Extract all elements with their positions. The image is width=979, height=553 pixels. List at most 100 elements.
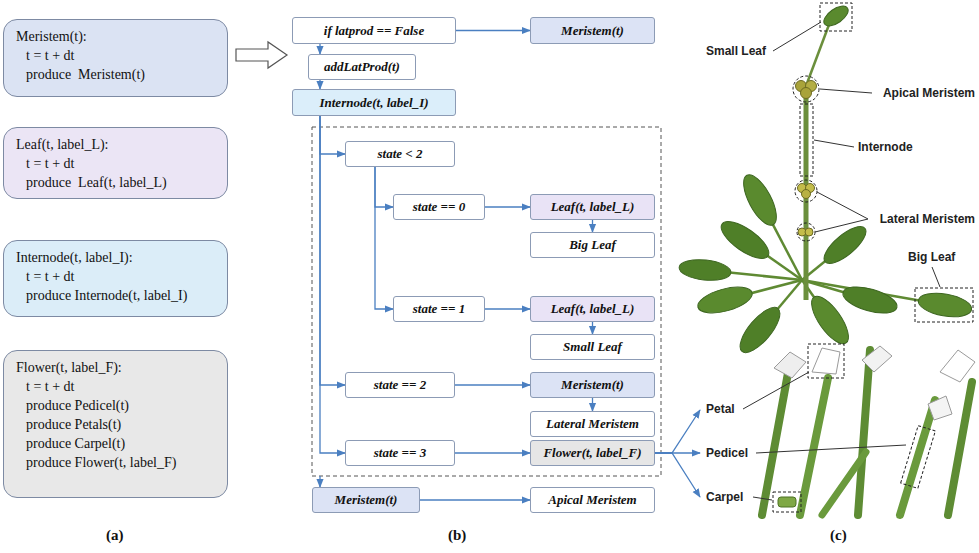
panel-label: (c) — [830, 527, 847, 544]
process-box: Small Leaf — [530, 334, 655, 360]
part-label: Internode — [858, 140, 913, 154]
process-box: addLatProd(t) — [308, 54, 416, 80]
box-heading: if latprod == False — [324, 23, 424, 39]
process-box: Meristem(t) — [312, 487, 420, 513]
part-label: Petal — [706, 402, 735, 416]
box-heading: state == 3 — [374, 445, 426, 461]
dashed-highlight — [901, 426, 936, 489]
petal — [812, 348, 840, 374]
dashed-highlight — [800, 104, 813, 176]
leader-line — [817, 192, 868, 219]
box-text: t = t + dt — [16, 46, 219, 65]
process-box: state < 2 — [345, 141, 455, 167]
part-label: Pedicel — [706, 446, 748, 460]
dashed-highlight — [793, 76, 819, 102]
part-label: Big Leaf — [908, 250, 955, 264]
code-box: Flower(t, label_F):t = t + dtproduce Ped… — [3, 350, 228, 498]
stalk — [858, 350, 870, 515]
petal — [862, 346, 892, 372]
box-heading: state < 2 — [378, 146, 423, 162]
leaf — [917, 289, 974, 320]
code-box: Internode(t, label_I):t = t + dtproduce … — [3, 240, 228, 317]
hollow-arrow — [236, 42, 287, 68]
process-box: state == 3 — [345, 440, 455, 466]
process-box: if latprod == False — [292, 17, 456, 44]
box-heading: Meristem(t) — [561, 23, 624, 39]
box-heading: Leaf(t, label_L): — [16, 135, 219, 154]
meristem-bud — [801, 88, 812, 99]
dashed-group — [312, 127, 661, 476]
part-label: Carpel — [706, 490, 743, 504]
flow-arrow — [456, 30, 530, 31]
group-arrow — [319, 476, 320, 487]
meristem-bud — [805, 228, 813, 236]
leader-line — [743, 372, 809, 409]
process-box: state == 1 — [393, 296, 485, 322]
dashed-highlight — [808, 344, 844, 378]
leader-line — [820, 89, 872, 93]
part-label: Small Leaf — [706, 44, 766, 58]
leader-line — [773, 22, 821, 51]
plant-bottom — [743, 344, 975, 515]
box-heading: state == 2 — [374, 377, 426, 393]
leader-line — [815, 219, 868, 232]
carpel — [778, 497, 796, 507]
petal — [928, 396, 952, 420]
leader-line — [753, 497, 772, 500]
flow-arrow — [485, 308, 530, 309]
flow-arrow — [420, 499, 530, 500]
dashed-highlight — [915, 288, 973, 322]
process-box: state == 2 — [345, 372, 455, 398]
process-box: Apical Meristem — [530, 487, 655, 513]
box-text: produce Meristem(t) — [16, 65, 219, 84]
petiole — [806, 22, 830, 86]
petal — [940, 350, 975, 382]
leader-line — [814, 140, 854, 147]
stalk — [948, 382, 972, 515]
box-heading: Meristem(t) — [561, 377, 624, 393]
box-heading: addLatProd(t) — [324, 59, 400, 75]
process-box: Flower(t, label_F) — [530, 440, 655, 466]
box-text: produce Flower(t, label_F) — [16, 453, 219, 472]
box-heading: state == 0 — [413, 199, 465, 215]
flow-arrow — [592, 322, 593, 334]
process-box: Big Leaf — [530, 232, 655, 258]
dashed-highlight — [795, 180, 817, 202]
leaf — [734, 301, 787, 358]
process-box: Leaf(t, label_L) — [530, 296, 655, 322]
box-heading: Small Leaf — [563, 339, 622, 355]
part-arrow — [655, 453, 700, 497]
leader-line — [756, 445, 906, 453]
leaf — [678, 257, 732, 282]
process-box: Meristem(t) — [530, 17, 655, 44]
flow-arrow — [319, 80, 320, 89]
flow-arrow — [320, 116, 345, 385]
box-text: t = t + dt — [16, 267, 219, 286]
stalk — [800, 378, 828, 515]
box-heading: Meristem(t): — [16, 27, 219, 46]
process-box: Lateral Meristem — [530, 411, 655, 437]
flow-arrow — [375, 167, 393, 207]
box-heading: Internode(t, label_I): — [16, 248, 219, 267]
stalk — [900, 400, 935, 515]
flow-arrow — [320, 116, 345, 154]
leaf — [695, 282, 755, 318]
flow-arrow — [592, 398, 593, 411]
stalk — [822, 452, 866, 515]
box-text: t = t + dt — [16, 154, 219, 173]
box-heading: Apical Meristem — [548, 492, 636, 508]
box-heading: Lateral Meristem — [546, 416, 639, 432]
box-heading: Flower(t, label_F) — [543, 445, 641, 461]
dashed-highlight — [797, 223, 815, 241]
box-heading: Leaf(t, label_L) — [551, 199, 635, 215]
meristem-bud — [802, 190, 811, 199]
leaf — [840, 282, 900, 319]
box-heading: state == 1 — [413, 301, 465, 317]
box-heading: Leaf(t, label_L) — [551, 301, 635, 317]
leader-line — [932, 267, 940, 287]
flow-arrow — [455, 452, 530, 453]
box-text: produce Petals(t) — [16, 415, 219, 434]
leaf — [737, 170, 783, 230]
flow-arrow — [320, 116, 345, 453]
flow-arrow — [592, 220, 593, 232]
